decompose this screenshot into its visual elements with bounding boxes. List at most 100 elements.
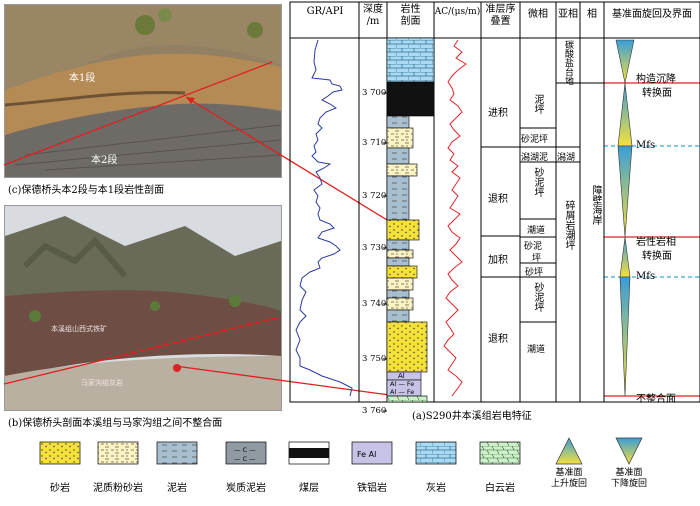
photo-c-caption: (c)保德桥头本2段与本1段岩性剖面 [8,185,165,196]
photo-b-label-upper: 本溪组山西式铁矿 [51,325,107,333]
sandstone-swatch [39,441,81,465]
lith-label-alfe-2: Al — Fe [390,388,414,396]
cycle-rising-2 [619,236,631,278]
header-depth-line1: 深度 [363,4,383,15]
legend-label-sandstone: 砂岩 [50,483,70,494]
falling-cycle-triangle [615,437,643,465]
facies-barrier-coast: 障壁海岸 [590,185,601,225]
legend-falling-line2: 下降旋回 [610,479,647,489]
interface-mfs-lower: Mfs [636,271,656,282]
pointer-line-b-to-column [174,365,398,397]
depth-tick-3720: 3 720 [362,191,387,201]
photo-c-image [5,5,281,177]
cycle-falling-top [615,39,635,84]
legend-label-limestone: 灰岩 [426,483,446,494]
microfacies-mudflat: 泥坪 [532,94,543,114]
stacking-aggradation: 加积 [488,255,508,266]
header-lith-line2: 剖面 [400,16,421,27]
interface-tectonic-1: 构造沉降 [636,74,676,85]
legend-swatches: — C — — C — Fe Al [39,437,643,465]
stacking-retrogradation-2: 退积 [488,334,508,345]
microfacies-sandflat: 砂坪 [525,268,544,278]
header-sequence-line2: 叠置 [490,16,511,27]
subfacies-lagoon: 潟湖 [557,153,576,163]
photo-b-image [5,206,281,410]
legend-rising-line2: 上升旋回 [550,479,587,489]
ac-curve [443,39,467,397]
header-microfacies: 微相 [528,9,548,20]
microfacies-sandmud-3a: 砂泥 [524,242,543,252]
legend-rising-line1: 基准面 [555,468,583,478]
fe-al-swatch-text: Fe Al [357,450,376,459]
header-depth-line2: /m [366,16,380,27]
microfacies-sandmud-3b: 坪 [532,254,542,264]
pointer-line-c [3,61,273,166]
carbonaceous-mudstone-swatch [225,441,267,465]
interface-lithofacies-1: 岩性岩相 [636,237,676,248]
photo-b-outcrop: 本溪组山西式铁矿 马家沟组灰岩 [4,205,282,411]
fe-al-swatch [351,441,393,465]
interface-tectonic-2: 转换面 [642,88,672,99]
legend-falling-line1: 基准面 [615,468,643,478]
legend-label-dolomite: 白云岩 [485,483,515,494]
lith-label-al: Al [398,372,405,380]
photo-c-label-lower: 本2段 [91,155,118,166]
photo-c-label-upper: 本1段 [69,73,96,84]
header-facies: 相 [587,9,597,20]
pointer-line-b [3,317,277,385]
carb-swatch-text: — C — [234,446,256,454]
stacking-progradation: 进积 [488,108,508,119]
microfacies-sandmud-4: 砂泥坪 [532,282,543,312]
header-sequence-line1: 准层序 [485,4,516,15]
depth-tick-3710: 3 710 [362,138,387,148]
header-lith-line1: 岩性 [400,4,421,15]
cycle-falling-2 [619,276,631,397]
lith-label-alfe-1: Al — Fe [390,380,414,388]
legend-label-falling-cycle: 基准面 下降旋回 [602,468,656,490]
legend-label-rising-cycle: 基准面 上升旋回 [542,468,596,490]
header-gr: GR/API [306,6,344,17]
microfacies-lagoon-mud: 潟湖泥 [521,153,549,163]
header-cycle: 基准面旋回及界面 [612,9,692,20]
rising-cycle-triangle [555,437,583,465]
depth-tick-3700: 3 700 [362,88,387,98]
depth-tick-3750: 3 750 [362,354,387,364]
photo-b-label-lower: 马家沟组灰岩 [81,379,123,387]
limestone-swatch [415,441,457,465]
subfacies-clastic-tidal-flat: 碎屑岩潮坪 [563,200,574,250]
header-sequence: 准层序 叠置 [481,4,520,28]
interface-unconformity: 不整合面 [636,394,676,405]
column-caption: (a)S290井本溪组岩电特征 [412,411,532,422]
pointer-line-c-to-column [185,96,398,227]
carb-swatch-text-2: — C — [234,455,256,463]
photo-c-outcrop: 本1段 本2段 [4,4,282,178]
microfacies-sandmud-2: 砂泥坪 [532,167,543,197]
microfacies-channel-1: 潮道 [527,226,546,236]
legend-label-coal: 煤层 [299,483,319,494]
header-subfacies: 亚相 [558,9,578,20]
subfacies-carbonate-platform: 碳酸盐台地 [563,40,573,85]
muddy-siltstone-swatch [97,441,139,465]
photo-b-caption: (b)保德桥头剖面本溪组与马家沟组之间不整合面 [8,418,223,429]
legend-label-carbonaceous-mudstone: 炭质泥岩 [226,483,266,494]
stacking-retrogradation-1: 退积 [488,194,508,205]
dolomite-swatch [479,441,521,465]
gr-curve [295,39,353,397]
header-lith: 岩性 剖面 [387,4,434,28]
interface-mfs-upper: Mfs [636,140,656,151]
mudstone-swatch [156,441,198,465]
cycle-rising-1 [617,82,633,147]
header-ac: AC/(μs/m) [434,7,481,17]
interface-lithofacies-2: 转换面 [642,251,672,262]
microfacies-channel-2: 潮道 [527,345,546,355]
depth-tick-3760: 3 760 [362,406,387,416]
cycle-falling-1 [617,145,633,238]
header-depth: 深度 /m [359,4,387,28]
legend-label-mudstone: 泥岩 [167,483,187,494]
pointer-arrow-c [186,97,195,104]
depth-tick-3730: 3 730 [362,243,387,253]
depth-tick-3740: 3 740 [362,299,387,309]
